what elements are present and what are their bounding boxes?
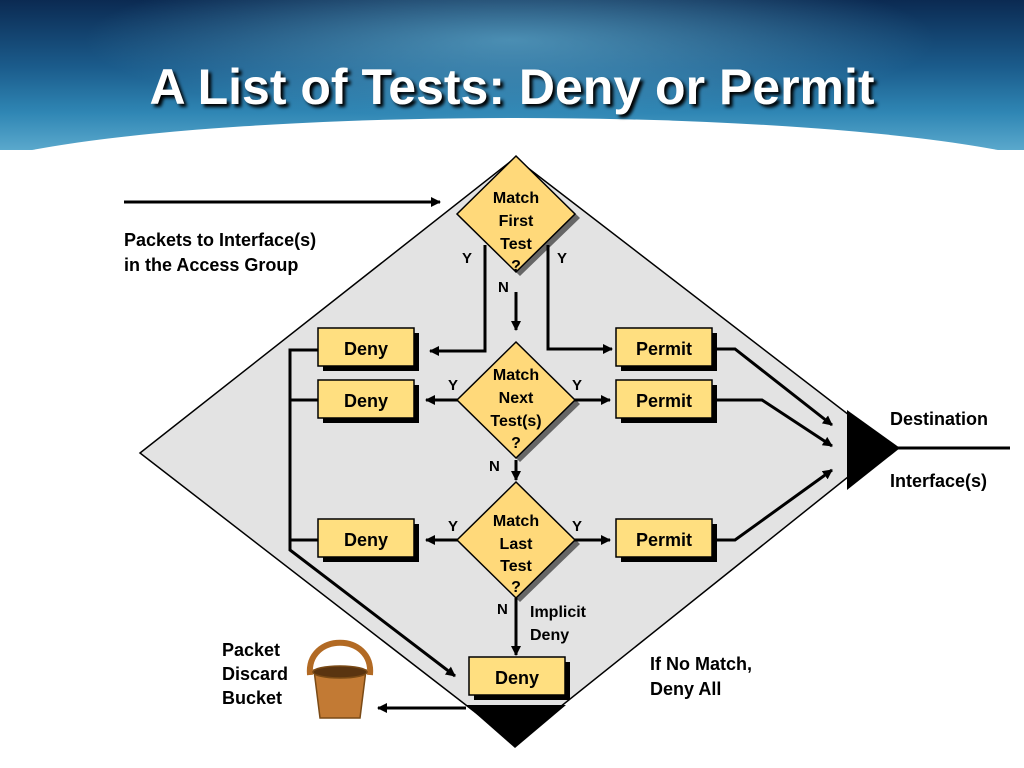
implicit-deny-line-1: Implicit [530, 604, 587, 621]
bucket-icon [306, 639, 374, 719]
first-test-no: N [498, 279, 509, 296]
permit-box-3: Permit [615, 518, 717, 562]
deny-box-3-label: Deny [344, 530, 388, 550]
next-test-no: N [489, 458, 500, 475]
last-test-no: N [497, 601, 508, 618]
first-test-deny-arrow [429, 245, 487, 356]
banner-glow [80, 0, 940, 120]
permit-2-dest-arrow [713, 398, 833, 448]
last-test-line-4: ? [511, 579, 521, 596]
deny-box-final-label: Deny [495, 668, 539, 688]
first-test-line-3: Test [500, 236, 532, 253]
input-label-line-1: Packets to Interface(s) [124, 230, 316, 250]
deny-box-3: Deny [317, 518, 419, 562]
destination-line-1: Destination [890, 409, 988, 429]
last-test-yes-right: Y [572, 518, 582, 535]
last-test-diamond: Match Last Test ? [455, 480, 580, 602]
deny-box-1-label: Deny [344, 339, 388, 359]
next-test-line-2: Next [499, 390, 534, 407]
slide-title: A List of Tests: Deny or Permit [149, 59, 875, 115]
first-test-yes-right: Y [557, 250, 567, 267]
title-banner [0, 0, 1024, 150]
permit-1-dest-arrow [713, 347, 833, 427]
next-test-yes-left: Y [448, 377, 458, 394]
implicit-deny-line-2: Deny [530, 627, 569, 644]
bucket-label-line-3: Bucket [222, 688, 282, 708]
destination-funnel-icon [847, 410, 900, 490]
input-label-line-2: in the Access Group [124, 255, 298, 275]
first-test-line-4: ? [511, 258, 521, 275]
first-test-line-1: Match [493, 190, 539, 207]
deny-collector-line [288, 348, 456, 678]
last-test-yes-left: Y [448, 518, 458, 535]
permit-box-3-label: Permit [636, 530, 692, 550]
destination-line-2: Interface(s) [890, 471, 987, 491]
first-test-line-2: First [499, 213, 534, 230]
last-test-line-2: Last [500, 536, 534, 553]
next-test-line-1: Match [493, 367, 539, 384]
first-test-yes-left: Y [462, 250, 472, 267]
deny-box-2-label: Deny [344, 391, 388, 411]
last-test-line-3: Test [500, 558, 532, 575]
permit-box-1-label: Permit [636, 339, 692, 359]
permit-box-1: Permit [615, 327, 717, 371]
next-test-yes-right: Y [572, 377, 582, 394]
last-test-line-1: Match [493, 513, 539, 530]
permit-box-2-label: Permit [636, 391, 692, 411]
next-test-diamond: Match Next Test(s) ? [455, 340, 580, 462]
deny-box-final: Deny [468, 656, 570, 700]
discard-funnel-icon [466, 705, 566, 748]
permit-box-2: Permit [615, 379, 717, 423]
no-match-line-2: Deny All [650, 679, 721, 699]
first-test-diamond: Match First Test ? [455, 154, 580, 276]
bucket-label-line-1: Packet [222, 640, 280, 660]
first-test-permit-arrow [546, 245, 613, 354]
deny-box-1: Deny [317, 327, 419, 371]
next-test-line-3: Test(s) [490, 413, 541, 430]
no-match-line-1: If No Match, [650, 654, 752, 674]
next-test-line-4: ? [511, 435, 521, 452]
permit-3-dest-arrow [713, 468, 833, 542]
bucket-label-line-2: Discard [222, 664, 288, 684]
deny-box-2: Deny [317, 379, 419, 423]
